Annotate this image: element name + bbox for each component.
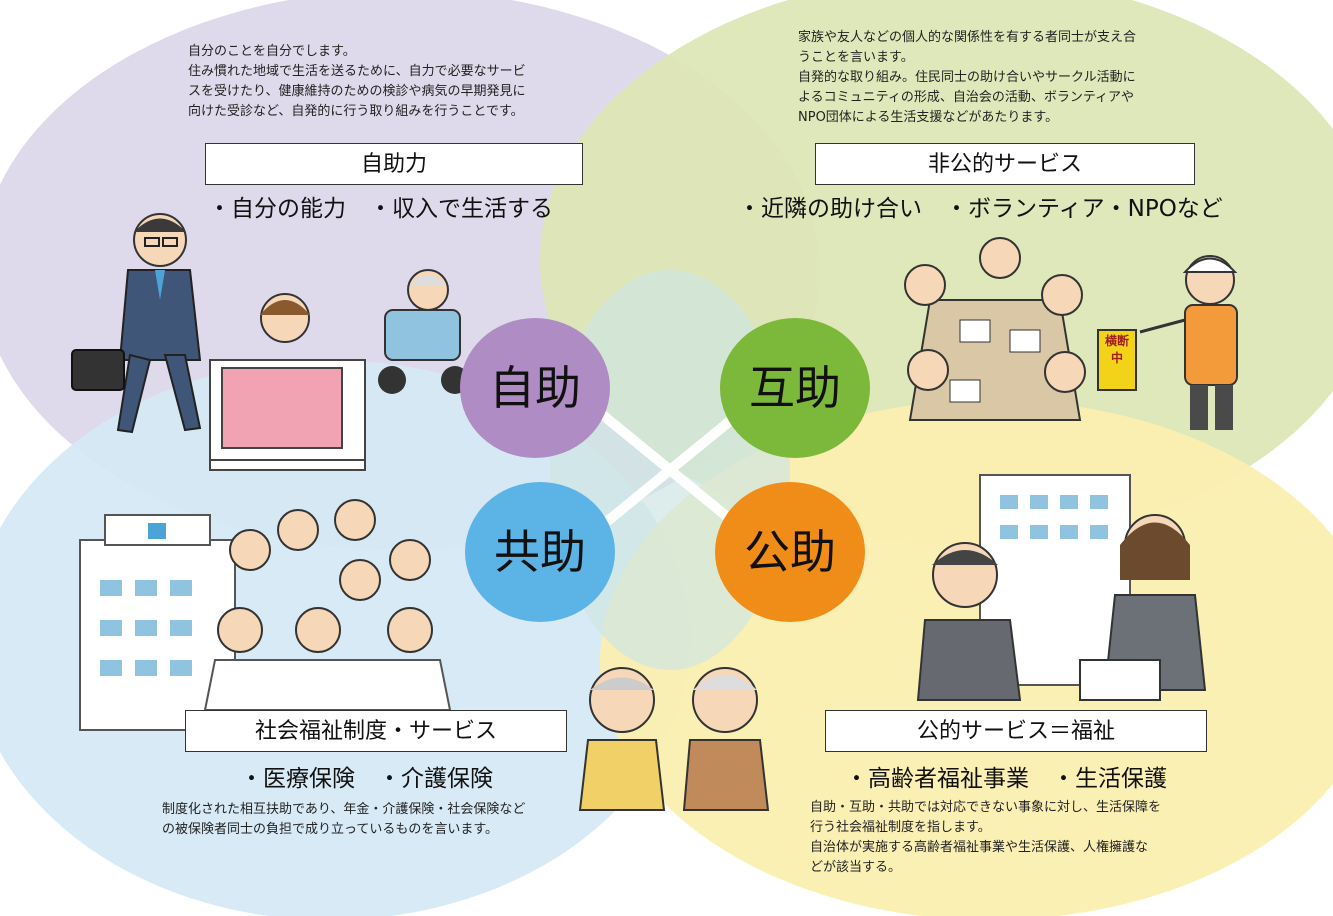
kojo-description-line: 自助・互助・共助では対応できない事象に対し、生活保障を (810, 800, 1162, 815)
community-meeting-illustration (904, 237, 1086, 421)
gojo-title-box: 非公的サービス (815, 143, 1195, 185)
jijo-title-box: 自助力 (205, 143, 583, 185)
kyojo-description-line: の被保険者同士の負担で成り立っているものを言います。 (162, 822, 499, 837)
medical-staff-group-illustration (203, 499, 452, 711)
jijo-description-line: 向けた受診など、自発的に行う取り組みを行うことです。 (188, 104, 524, 119)
gojo-description-line: 自発的な取り組み。住民同士の助け合いやサークル活動に (798, 70, 1136, 85)
crossing-flag-text: 横断中 (1104, 334, 1129, 365)
kojo-description-line: 自治体が実施する高齢者福祉事業や生活保護、人権擁護な (810, 840, 1149, 855)
jijo-description: 自分のことを自分でします。 住み慣れた地域で生活を送るために、自力で必要なサービ… (188, 42, 526, 122)
kojo-description-line: どが該当する。 (810, 860, 902, 875)
kojo-circle (715, 482, 865, 622)
kojo-description-line: 行う社会福祉制度を指します。 (810, 820, 991, 835)
kyojo-description-line: 制度化された相互扶助であり、年金・介護保険・社会保険など (162, 802, 526, 817)
kojo-description: 自助・互助・共助では対応できない事象に対し、生活保障を 行う社会福祉制度を指しま… (810, 798, 1161, 878)
kyojo-items: ・医療保険 ・介護保険 (240, 766, 493, 792)
jijo-circle (460, 318, 610, 458)
gojo-circle-label: 互助 (749, 361, 841, 415)
kojo-title-box: 公的サービス＝福祉 (825, 710, 1207, 752)
gojo-items: ・近隣の助け合い ・ボランティア・NPOなど (738, 196, 1223, 222)
crossing-flag (1097, 329, 1137, 391)
city-officials-illustration (916, 514, 1207, 701)
jijo-description-line: 自分のことを自分でします。 (188, 44, 356, 59)
gojo-description-line: よるコミュニティの形成、自治会の活動、ボランティアや (798, 90, 1135, 105)
businessman-illustration (71, 213, 202, 434)
jijo-description-line: スを受けたり、健康維持のための検診や病気の早期発見に (188, 84, 526, 99)
girl-at-balcony-illustration (209, 293, 366, 471)
gojo-circle (720, 318, 870, 458)
gojo-description: 家族や友人などの個人的な関係性を有する者同士が支え合 うことを言います。 自発的… (798, 28, 1136, 128)
kyojo-circle (465, 482, 615, 622)
kyojo-title-box: 社会福祉制度・サービス (185, 710, 567, 752)
kojo-circle-label: 公助 (744, 525, 836, 579)
gojo-description-line: 家族や友人などの個人的な関係性を有する者同士が支え合 (798, 30, 1137, 45)
gojo-description-line: うことを言います。 (798, 50, 914, 65)
gojo-description-line: NPO団体による生活支援などがあたります。 (798, 110, 1059, 125)
jijo-items: ・自分の能力 ・収入で生活する (208, 196, 553, 222)
kojo-items: ・高齢者福祉事業 ・生活保護 (845, 766, 1167, 792)
kyojo-circle-label: 共助 (494, 525, 586, 579)
elderly-couple-illustration (578, 667, 770, 811)
crossing-guard-illustration (1097, 255, 1238, 430)
jijo-description-line: 住み慣れた地域で生活を送るために、自力で必要なサービ (188, 64, 526, 79)
kyojo-description: 制度化された相互扶助であり、年金・介護保険・社会保険など の被保険者同士の負担で… (162, 800, 525, 840)
jijo-circle-label: 自助 (489, 361, 581, 415)
